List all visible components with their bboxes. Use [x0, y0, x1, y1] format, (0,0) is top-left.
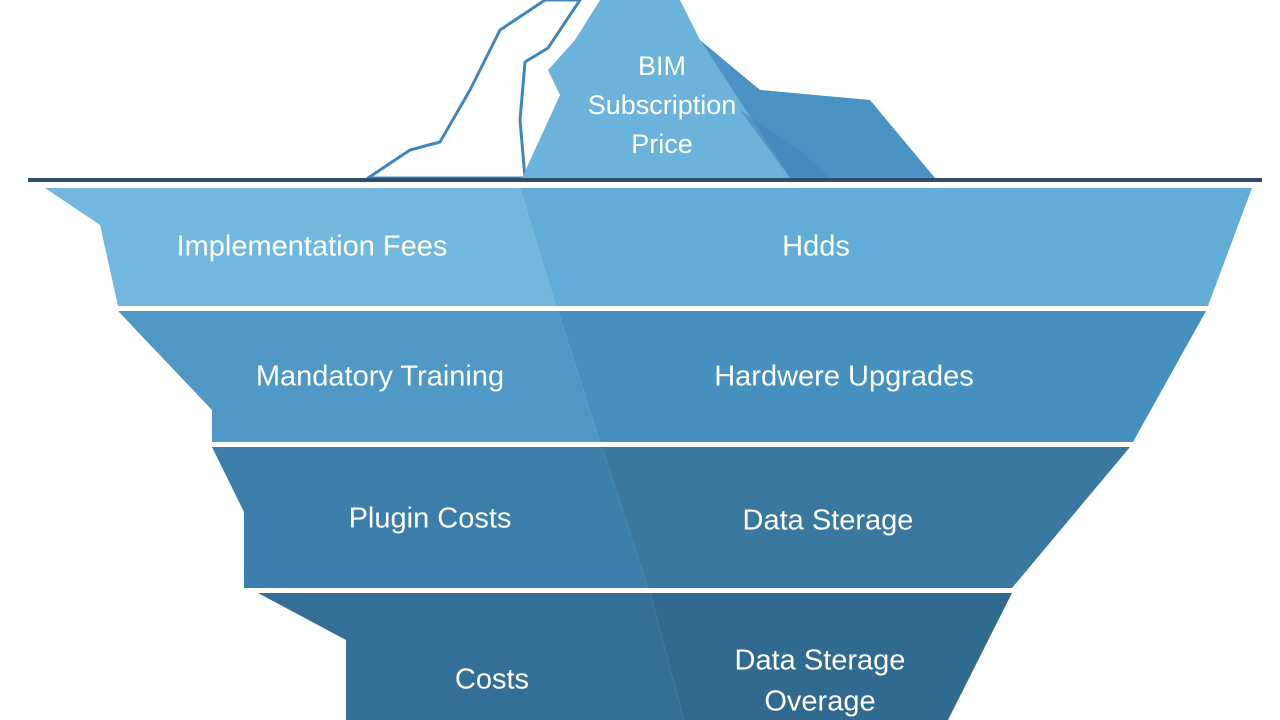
row-1-right-label: Hdds	[782, 231, 850, 263]
row-2-right-label: Hardwere Upgrades	[714, 361, 974, 393]
row-3-left-cell	[212, 447, 648, 588]
iceberg-tip: BIM Subscription Price	[366, 0, 935, 180]
iceberg-tip-light-face	[522, 0, 790, 178]
row-1-left-label: Implementation Fees	[177, 231, 448, 263]
row-1-right-cell	[520, 188, 1252, 306]
row-3-right-label: Data Sterage	[743, 505, 914, 537]
row-4-left-cell	[258, 593, 684, 720]
iceberg-tip-outline	[366, 0, 582, 180]
row-3-left-label: Plugin Costs	[349, 503, 512, 535]
row-2-left-cell	[118, 311, 600, 442]
row-3-right-cell	[602, 447, 1130, 588]
underwater-row-1	[45, 188, 1252, 306]
underwater-row-4	[258, 593, 1012, 720]
iceberg-tip-shadow-detail	[740, 110, 830, 178]
tip-label-line2: Subscription	[588, 90, 737, 120]
row-1-left-cell	[45, 188, 556, 306]
iceberg-tip-shadow-face	[675, 0, 935, 178]
tip-label-line1: BIM	[638, 51, 686, 81]
underwater-row-3	[212, 447, 1130, 588]
row-4-right-cell	[650, 593, 1012, 720]
row-2-left-label: Mandatory Training	[256, 361, 504, 393]
row-4-left-label: Costs	[455, 664, 529, 696]
row-4-right-label-line1: Data Sterage	[735, 645, 906, 677]
row-4-right-label-line2: Overage	[764, 686, 875, 718]
tip-label-line3: Price	[631, 129, 693, 159]
underwater-row-2	[118, 311, 1206, 442]
row-2-right-cell	[558, 311, 1206, 442]
